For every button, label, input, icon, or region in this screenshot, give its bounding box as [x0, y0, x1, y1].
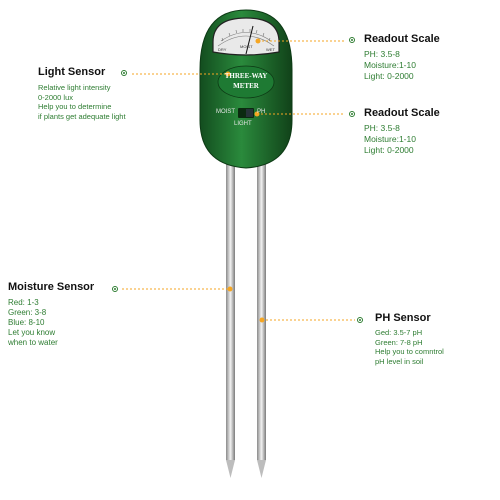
bullet-icon: [112, 286, 118, 292]
bullet-icon: [349, 37, 355, 43]
mode-switch-knob: [246, 109, 253, 117]
ph-sensor-desc: Ged: 3.5-7 pH Green: 7-8 pH Help you to …: [375, 328, 444, 366]
dial-needle: [245, 25, 254, 55]
moisture-sensor-line: when to water: [8, 338, 58, 347]
switch-label-moist: MOIST: [216, 109, 235, 115]
ph-sensor-line: Green: 7-8 pH: [375, 337, 423, 347]
ph-sensor-line: pH level in soil: [375, 356, 424, 366]
probe-right-tip: [257, 460, 266, 478]
light-sensor-line: if plants get adequate light: [38, 111, 126, 121]
readout-scale-mid-title: Readout Scale: [364, 107, 440, 119]
ph-sensor-title: PH Sensor: [375, 312, 431, 324]
moisture-sensor-line: Let you know: [8, 328, 56, 337]
readout-mid-line: Light: 0-2000: [364, 145, 414, 155]
readout-top-line: Light: 0-2000: [364, 71, 414, 81]
dial-label-left: DRY: [218, 47, 227, 52]
dial-label-mid: MOIST: [240, 44, 253, 49]
readout-mid-line: PH: 3.5-8: [364, 123, 400, 133]
light-sensor-desc: Relative light intensity 0-2000 lux Help…: [38, 83, 126, 121]
switch-label-ph: PH: [257, 109, 266, 115]
ph-sensor-line: Help you to comntrol: [375, 347, 444, 356]
moisture-sensor-line: Green: 3-8: [8, 308, 47, 317]
face-plate: [217, 65, 275, 99]
moisture-sensor-line: Red: 1-3: [8, 298, 39, 307]
readout-top-line: PH: 3.5-8: [364, 49, 400, 59]
light-sensor-title: Light Sensor: [38, 66, 106, 78]
dial-label-right: WET: [266, 47, 275, 52]
moisture-sensor-desc: Red: 1-3 Green: 3-8 Blue: 8-10 Let you k…: [8, 298, 58, 348]
bullet-icon: [121, 70, 127, 76]
readout-scale-top-title: Readout Scale: [364, 33, 440, 45]
face-label-top: THREE-WAY: [224, 72, 268, 80]
bullet-icon: [349, 111, 355, 117]
readout-scale-top-desc: PH: 3.5-8 Moisture:1-10 Light: 0-2000: [364, 49, 416, 82]
readout-top-line: Moisture:1-10: [364, 60, 416, 70]
bullet-icon: [357, 317, 363, 323]
light-sensor-line: 0-2000 lux: [38, 92, 74, 102]
light-sensor-line: Help you to determine: [38, 102, 112, 111]
light-sensor-line: Relative light intensity: [38, 83, 111, 92]
ph-sensor-line: Ged: 3.5-7 pH: [375, 328, 423, 337]
moisture-sensor-line: Blue: 8-10: [8, 318, 45, 327]
probe-left: [226, 160, 235, 460]
switch-label-light: LIGHT: [234, 121, 252, 127]
face-label-bottom: METER: [233, 82, 259, 90]
moisture-sensor-title: Moisture Sensor: [8, 281, 95, 293]
dial-window: [212, 17, 280, 56]
probe-left-tip: [226, 460, 235, 478]
readout-scale-mid-desc: PH: 3.5-8 Moisture:1-10 Light: 0-2000: [364, 123, 416, 156]
readout-mid-line: Moisture:1-10: [364, 134, 416, 144]
probe-right: [257, 160, 266, 460]
